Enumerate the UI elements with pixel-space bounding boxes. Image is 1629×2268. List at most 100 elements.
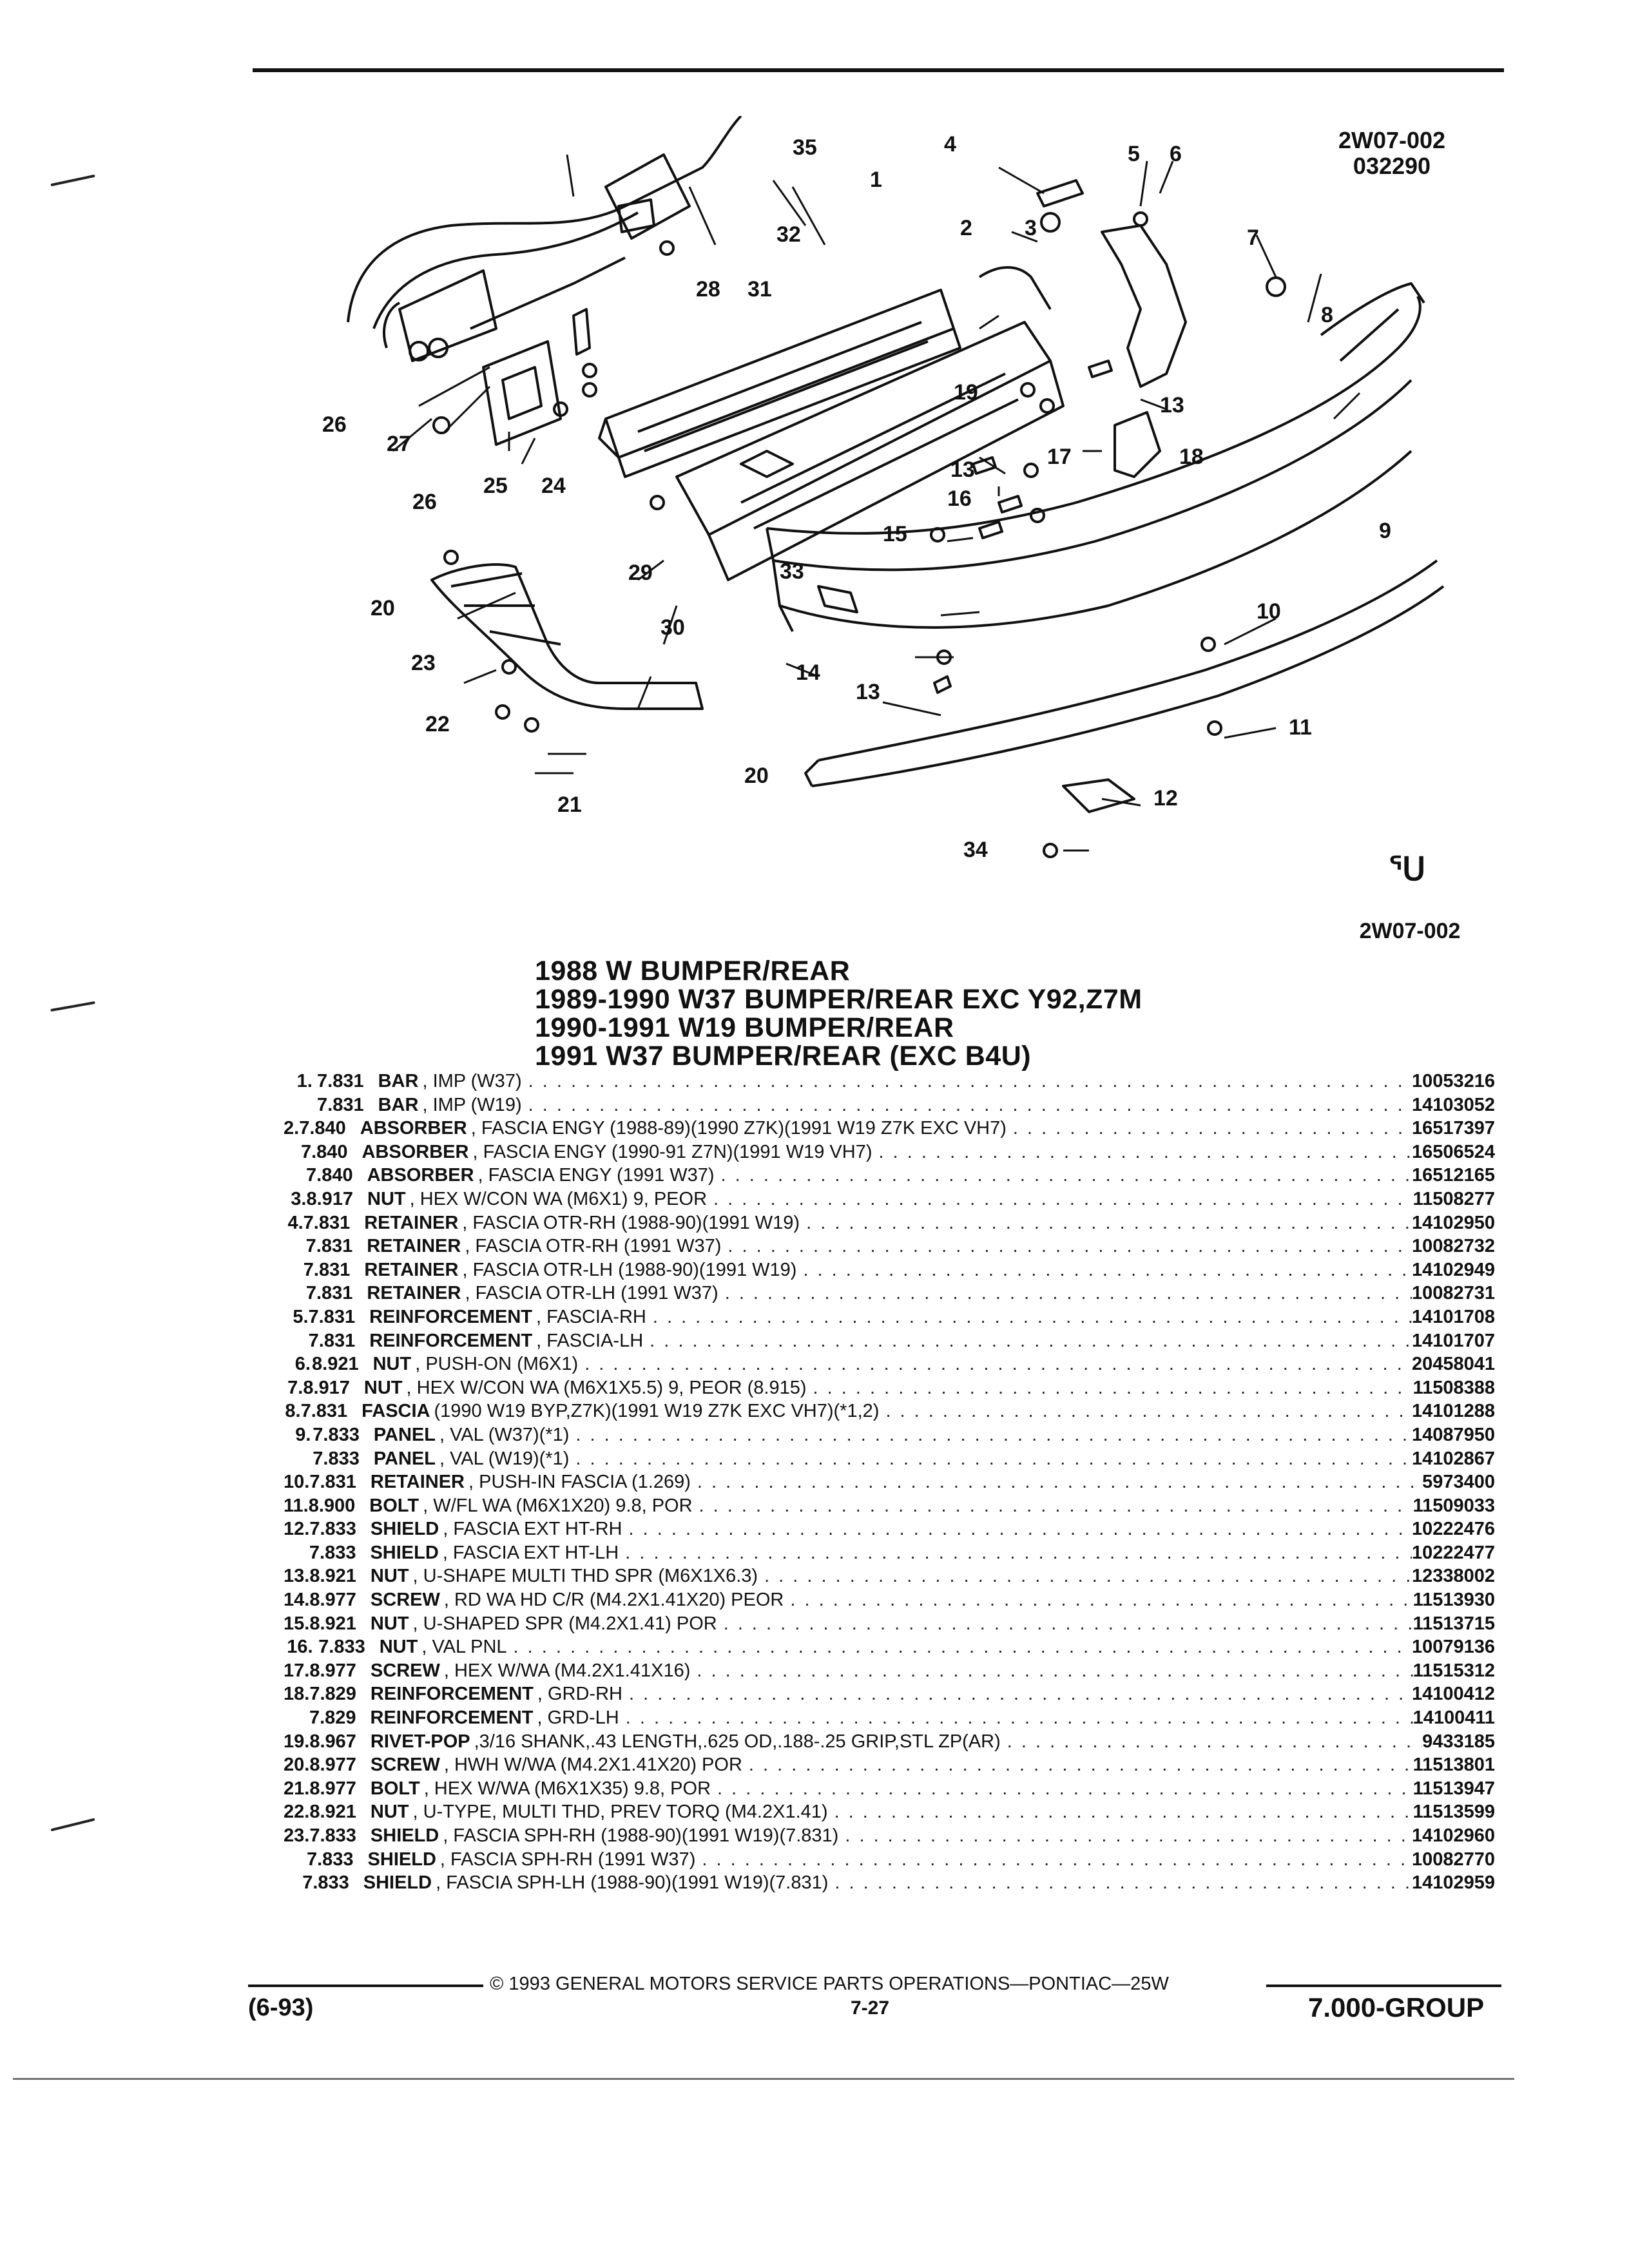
- margin-mark: [50, 1818, 95, 1832]
- catalog-number: 7.831: [303, 1212, 351, 1233]
- item-number: 16.: [287, 1637, 313, 1658]
- callout-label: 9: [1379, 519, 1391, 543]
- catalog-number: 7.840: [299, 1118, 346, 1139]
- part-name: NUT: [363, 1377, 403, 1398]
- part-number: 14100411: [1412, 1707, 1495, 1729]
- callout-label: 29: [628, 561, 653, 585]
- part-number: 14101708: [1411, 1306, 1495, 1327]
- part-name: BOLT: [369, 1495, 419, 1516]
- item-number: 13.: [284, 1566, 310, 1587]
- catalog-number: 8.917: [303, 1377, 350, 1398]
- car-body-inner: [372, 211, 639, 329]
- catalog-number: 7.833: [302, 1872, 349, 1894]
- catalog-number: 7.831: [303, 1259, 351, 1280]
- dot-leader: [807, 1376, 1413, 1400]
- item-number: 3.: [291, 1188, 307, 1209]
- callout-label: 8: [1321, 303, 1333, 327]
- part-number: 11515312: [1412, 1660, 1495, 1681]
- part-number: 14102950: [1411, 1212, 1495, 1233]
- part-number: 11513947: [1412, 1778, 1495, 1799]
- guard-reinforcement: [1113, 411, 1161, 478]
- part-name: SHIELD: [370, 1542, 439, 1563]
- catalog-number: 7.831: [308, 1330, 356, 1351]
- part-name: BAR: [378, 1071, 419, 1091]
- part-number: 10082731: [1411, 1283, 1495, 1304]
- part-number: 5973400: [1422, 1472, 1495, 1493]
- item-number: 7.: [287, 1377, 304, 1398]
- dot-leader: [838, 1824, 1412, 1848]
- part-description: , FASCIA EXT HT-LH: [442, 1542, 619, 1563]
- energy-absorber: [675, 321, 1052, 536]
- part-number: 12338002: [1411, 1566, 1495, 1587]
- part-description: , U-SHAPE MULTI THD SPR (M6X1X6.3): [412, 1566, 758, 1587]
- part-description: , FASCIA OTR-RH (1988-90)(1991 W19): [462, 1212, 800, 1233]
- callout-label: 4: [944, 132, 956, 157]
- callout-label: 13: [950, 457, 975, 482]
- part-name: ABSORBER: [367, 1165, 474, 1186]
- callout-label: 26: [412, 490, 437, 514]
- dot-leader: [522, 1093, 1412, 1117]
- catalog-number: 8.977: [309, 1660, 356, 1681]
- callout-label: 13: [1160, 393, 1184, 418]
- part-description: , U-TYPE, MULTI THD, PREV TORQ (M4.2X1.4…: [412, 1802, 828, 1823]
- callout-label: 17: [1047, 445, 1072, 469]
- catalog-number: 7.833: [309, 1825, 356, 1846]
- catalog-number: 7.833: [306, 1849, 354, 1870]
- catalog-number: 7.831: [305, 1236, 353, 1257]
- callout-label: 1: [870, 168, 882, 192]
- footer-rule-right: [1266, 1984, 1501, 1987]
- item-number: 20.: [284, 1754, 310, 1776]
- part-description: , W/FL WA (M6X1X20) 9.8, POR: [423, 1495, 693, 1516]
- section-title: 1988 W BUMPER/REAR: [535, 956, 851, 986]
- part-name: ABSORBER: [361, 1141, 469, 1162]
- item-number: 18.: [284, 1684, 310, 1705]
- part-number: 11513599: [1412, 1802, 1495, 1823]
- item-number: 10.: [284, 1472, 310, 1493]
- footer-rule-left: [248, 1984, 483, 1987]
- part-description: , PUSH-IN FASCIA (1.269): [468, 1472, 691, 1493]
- part-name: RETAINER: [364, 1259, 459, 1280]
- part-name: RIVET-POP: [370, 1731, 470, 1752]
- part-description: (1990 W19 BYP,Z7K)(1991 W19 Z7K EXC VH7)…: [434, 1401, 880, 1422]
- callout-label: 20: [371, 596, 395, 620]
- item-number: 23.: [284, 1825, 310, 1846]
- part-description: , GRD-RH: [537, 1684, 622, 1705]
- part-name: SHIELD: [367, 1849, 436, 1870]
- part-description: , FASCIA SPH-LH (1988-90)(1991 W19)(7.83…: [436, 1872, 829, 1894]
- part-description: , U-SHAPED SPR (M4.2X1.41) POR: [412, 1613, 717, 1634]
- dot-leader: [879, 1399, 1412, 1423]
- catalog-number: 7.833: [313, 1448, 360, 1469]
- part-description: , FASCIA-LH: [536, 1330, 644, 1351]
- part-description: , GRD-LH: [537, 1707, 619, 1729]
- figure-code-top: 2W07-002 032290: [1327, 128, 1456, 179]
- part-description: , FASCIA OTR-RH (1991 W37): [465, 1236, 722, 1257]
- item-number: 19.: [284, 1731, 310, 1752]
- part-description: , HWH W/WA (M4.2X1.41X20) POR: [443, 1754, 742, 1776]
- callout-label: 26: [322, 412, 347, 437]
- callout-label: 21: [557, 793, 582, 817]
- part-number: 14102867: [1411, 1448, 1495, 1469]
- page-number: 7-27: [851, 1997, 890, 2019]
- catalog-number: 8.921: [312, 1354, 359, 1375]
- part-name: NUT: [379, 1637, 418, 1658]
- callout-label: 15: [883, 522, 907, 546]
- item-number: 4.: [287, 1212, 304, 1233]
- part-number: 14102959: [1411, 1872, 1495, 1894]
- part-description: , FASCIA EXT HT-RH: [443, 1519, 622, 1540]
- part-name: BAR: [378, 1094, 419, 1115]
- item-number: 22.: [284, 1802, 310, 1823]
- catalog-number: 8.917: [306, 1188, 354, 1209]
- part-number: 14103052: [1411, 1094, 1495, 1115]
